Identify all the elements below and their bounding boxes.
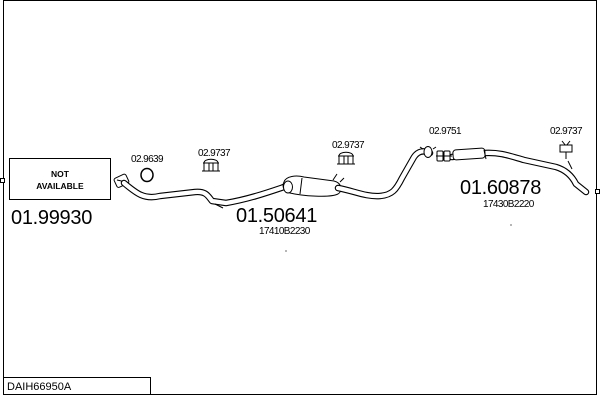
- marker-dot: [285, 250, 287, 252]
- accessory-code: 02.9737: [332, 140, 365, 151]
- part-code: 01.50641: [236, 205, 317, 227]
- right-edge-marker: [595, 189, 600, 194]
- rubber-hanger-icon: [559, 140, 573, 159]
- part-01-50641[interactable]: 01.50641 17410B2230: [120, 148, 434, 237]
- part-code: 01.99930: [11, 207, 92, 229]
- part-01-60878[interactable]: 01.60878 17430B2220: [448, 147, 590, 210]
- left-edge-marker: [0, 178, 5, 183]
- accessory-code: 02.9751: [429, 126, 462, 137]
- rear-pipe-sleeve: [452, 147, 486, 161]
- gasket-ring-icon: [140, 167, 154, 183]
- accessory-02-9737[interactable]: 02.9737: [198, 148, 232, 172]
- marker-dot: [510, 224, 512, 226]
- accessory-02-9737[interactable]: 02.9737: [550, 126, 584, 159]
- not-available-box: [9, 158, 111, 200]
- accessory-02-9751[interactable]: 02.9751: [419, 126, 463, 162]
- not-available-line1: NOT: [51, 169, 70, 179]
- not-available-line2: AVAILABLE: [36, 181, 84, 191]
- accessory-code: 02.9737: [198, 148, 231, 159]
- rubber-hanger-icon: [202, 158, 220, 172]
- oem-number: 17410B2230: [259, 226, 311, 237]
- tail-hanger: [567, 160, 573, 170]
- middle-pipe-inner: [121, 180, 290, 206]
- accessory-code: 02.9639: [131, 154, 164, 165]
- accessory-02-9639[interactable]: 02.9639: [131, 154, 165, 183]
- hanger-mark: [214, 203, 224, 209]
- clamp-ring-icon: [419, 146, 437, 158]
- oem-number: 17430B2220: [483, 199, 535, 210]
- accessory-02-9737[interactable]: 02.9737: [332, 140, 366, 165]
- pipe-clamp-icon: [436, 150, 452, 162]
- reference-code: DAIH66950A: [7, 381, 72, 393]
- reference-box: DAIH66950A: [3, 377, 151, 395]
- rubber-hanger-icon: [337, 151, 355, 165]
- part-code: 01.60878: [460, 177, 541, 199]
- silencer-endcap: [283, 180, 293, 194]
- part-01-99930[interactable]: NOT AVAILABLE 01.99930: [9, 158, 111, 230]
- diagram-frame: [3, 0, 597, 395]
- accessory-code: 02.9737: [550, 126, 583, 137]
- silencer-hanger-pin: [332, 173, 345, 183]
